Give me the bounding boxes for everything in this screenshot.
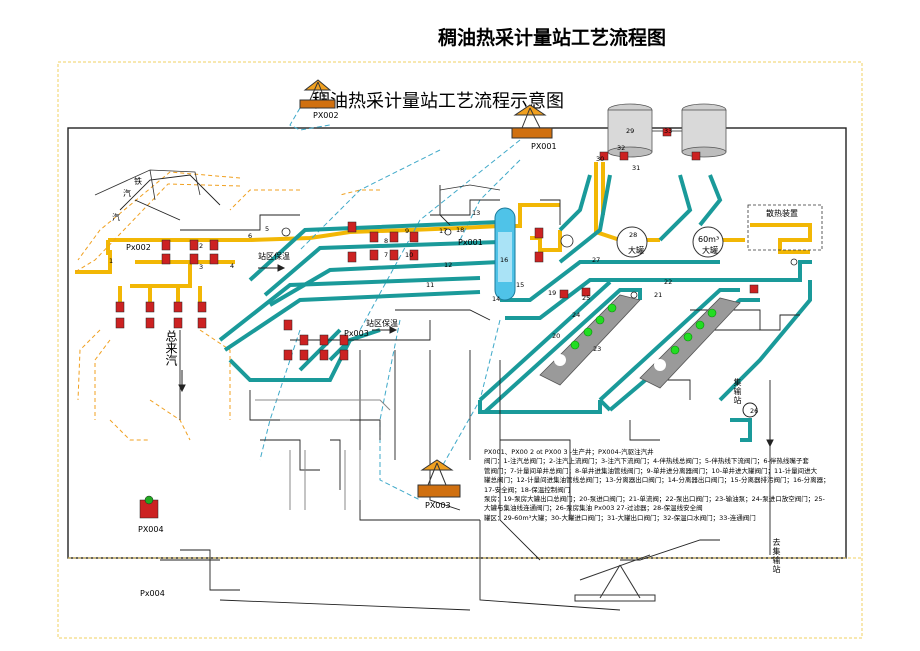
well-label-px002-mid: Px002: [126, 243, 151, 252]
pumpjack-px003: [417, 459, 461, 498]
valve-number-7: 7: [384, 251, 389, 259]
valve-number-13: 13: [472, 209, 481, 217]
valve-number-25: 25: [582, 294, 591, 302]
diagram-subtitle: 稠油热采计量站工艺流程示意图: [312, 91, 564, 112]
label-station-insulation-1: 站区保温: [258, 252, 290, 261]
legend-line-tanks: 罐区：29-60m³大罐；30-大罐进口阀门；31-大罐出口阀门；32-保温口水…: [484, 513, 756, 522]
valve-number-33: 33: [664, 127, 673, 135]
cyan-dashed-lines: [259, 107, 521, 501]
label-steam-1: 铁: [134, 177, 142, 186]
legend-line-valves-1: 阀门：1-注汽总阀门；2-注汽上流阀门；3-注汽下流阀门；4-伴热线总阀门；5-…: [484, 457, 809, 466]
valve-number-1: 1: [109, 257, 114, 265]
legend: PX001、PX00 2 ot PX00 3 -生产井；PX004-汽驱注汽井 …: [484, 448, 844, 523]
legend-line-valves-4: 17-安全阀；18-保温控制阀门: [484, 485, 571, 494]
valve-number-22: 22: [664, 278, 673, 286]
orange-dashed-lines: [74, 171, 380, 441]
well-label-px004: PX004: [138, 525, 164, 534]
process-lines: [119, 174, 800, 611]
label-tank-big-2: 大罐: [702, 246, 718, 255]
valve-number-28: 28: [629, 231, 638, 239]
heat-device-box: [747, 204, 823, 251]
valve-number-9: 9: [405, 227, 410, 235]
valve-number-20: 20: [552, 332, 561, 340]
well-label-px003-mid: Px003: [344, 329, 369, 338]
pumpjack-px001: [511, 104, 553, 139]
label-tank-big: 大罐: [628, 246, 644, 255]
valve-number-17: 17: [439, 227, 448, 235]
valve-number-14: 14: [492, 295, 501, 303]
valve-number-32: 32: [617, 144, 626, 152]
separator-number-16: 16: [500, 256, 509, 264]
small-tanks: [616, 226, 724, 258]
label-station-insulation-2: 站区保温: [366, 319, 398, 328]
label-incoming-steam: 总来汽: [164, 330, 178, 366]
well-label-px001: PX001: [531, 142, 557, 151]
label-to-gathering: 去集输站: [772, 538, 781, 574]
pressure-gauges: [281, 227, 798, 299]
valve-number-12: 12: [444, 261, 453, 269]
pumpjack-sketch: [574, 554, 656, 602]
valve-cluster: [115, 127, 759, 361]
oil-pipes: [218, 174, 812, 442]
legend-line-valves-2: 管阀门；7-计量间单井总阀门；8-单井进集油管线阀门；9-单井进分离器阀门；10…: [484, 466, 818, 475]
pump-number-26: 26: [750, 407, 759, 415]
legend-line-wells: PX001、PX00 2 ot PX00 3 -生产井；PX004-汽驱注汽井: [484, 448, 654, 456]
label-steam-3: 汽: [112, 213, 120, 222]
label-tank-volume: 60m³: [698, 235, 720, 244]
valve-number-8: 8: [384, 237, 389, 245]
label-station: 集输站: [733, 378, 742, 405]
legend-line-valves-3: 罐总阀门；12-计量间进集油管线总阀门；13-分离器出口阀门；14-分离器出口阀…: [484, 476, 830, 485]
valve-number-18: 18: [456, 226, 465, 234]
flow-arrows: [178, 264, 774, 448]
well-label-px001-mid: Px001: [458, 238, 483, 247]
px004-wellhead: [139, 495, 159, 519]
pump-26: [742, 402, 758, 418]
valve-number-5: 5: [265, 225, 270, 233]
legend-line-pumps-2: 大罐与集油线连通阀门；26-泵房集油 Px003 27-过滤器；28-保温线安全…: [484, 504, 703, 513]
valve-number-3: 3: [199, 263, 204, 271]
valve-number-4: 4: [230, 262, 235, 270]
valve-number-24: 24: [572, 311, 581, 319]
label-heat-device: 散热装置: [766, 209, 798, 218]
separator-vessel: [494, 207, 516, 301]
well-label-px003: PX003: [425, 501, 451, 510]
valve-number-30: 30: [596, 155, 605, 163]
valve-number-31: 31: [632, 164, 641, 172]
legend-line-pumps-1: 泵房：19-泵房大罐出口总阀门；20-泵进口阀门；21-单流阀；22-泵出口阀门…: [484, 495, 825, 504]
pump-number-23: 23: [593, 345, 602, 353]
steam-well-sketch: [94, 169, 501, 201]
well-label-px002: PX002: [313, 111, 339, 120]
gathering-lines: [255, 399, 391, 510]
outer-frame: [57, 61, 863, 639]
pump-skids: [539, 294, 741, 389]
valve-number-19: 19: [548, 289, 557, 297]
label-steam-2: 汽: [123, 189, 131, 198]
valve-number-21: 21: [654, 291, 663, 299]
valve-number-10: 10: [405, 251, 414, 259]
storage-tanks: [607, 103, 727, 158]
valve-number-11: 11: [426, 281, 435, 289]
valve-number-2: 2: [199, 242, 204, 250]
valve-number-6: 6: [248, 232, 253, 240]
well-label-px004-b: Px004: [140, 589, 165, 598]
valve-number-15: 15: [516, 281, 525, 289]
tank-number-29: 29: [626, 127, 635, 135]
inner-frame: [67, 127, 847, 559]
page-title: 稠油热采计量站工艺流程图: [438, 27, 667, 49]
filter-number-27: 27: [592, 256, 601, 264]
pumpjack-px002: [299, 79, 336, 109]
